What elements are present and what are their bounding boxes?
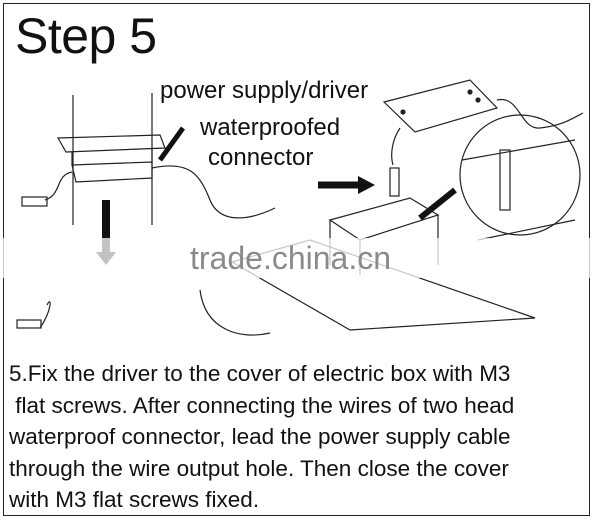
watermark-band — [0, 238, 602, 278]
description-line: through the wire output hole. Then close… — [9, 455, 509, 481]
description-line: flat screws. After connecting the wires … — [9, 392, 515, 418]
connector-label-line2: connector — [208, 144, 314, 171]
waterproof-connector — [389, 167, 400, 197]
description-line: 5.Fix the driver to the cover of electri… — [9, 361, 511, 386]
cover-plate — [382, 79, 499, 133]
connector-label-line1: waterproofed — [200, 114, 341, 141]
step-description: 5.Fix the driver to the cover of electri… — [9, 358, 594, 516]
detail-magnifier — [459, 114, 581, 236]
arrow-down-icon — [96, 200, 116, 265]
description-line: with M3 flat screws fixed. — [9, 487, 260, 512]
description-line: waterproof connector, lead the power sup… — [9, 424, 511, 449]
arrow-box-icon — [418, 187, 457, 221]
watermark: trade.china.cn — [190, 240, 392, 276]
step-title: Step 5 — [15, 8, 157, 64]
driver-bracket — [21, 93, 276, 225]
driver-label: power supply/driver — [160, 77, 369, 104]
arrow-driver-icon — [157, 126, 186, 162]
